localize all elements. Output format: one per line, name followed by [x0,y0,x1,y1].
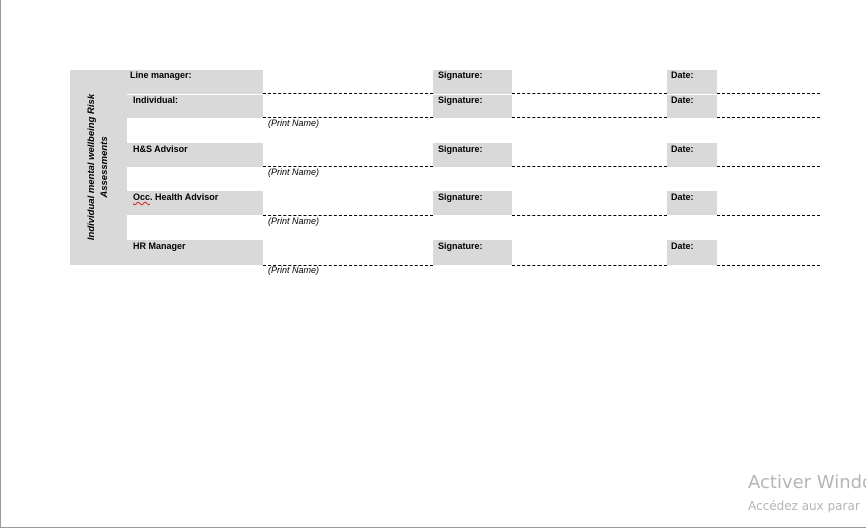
activation-watermark-title: Activer Windo [748,472,866,493]
name-line-occ-health-advisor[interactable] [263,215,433,216]
signature-label-hs-advisor: Signature: [438,144,483,154]
role-label-hr-manager: HR Manager [133,241,186,251]
signature-label-individual: Signature: [438,95,483,105]
date-cell-hs-advisor [667,143,717,167]
signature-label-line-manager: Signature: [438,70,483,80]
date-label-hs-advisor: Date: [671,144,694,154]
name-line-hs-advisor[interactable] [263,166,433,167]
section-title-cell [70,70,127,265]
signature-label-hr-manager: Signature: [438,241,483,251]
signature-cell-individual [433,95,512,118]
role-label-line-manager: Line manager: [130,70,192,80]
print-name-occ-health-advisor: (Print Name) [268,216,320,226]
date-line-individual[interactable] [717,117,820,118]
signature-cell-hr-manager [433,240,512,265]
print-name-hr-manager: (Print Name) [268,265,320,275]
print-name-hs-advisor: (Print Name) [268,167,320,177]
role-label-occ-word: Occ [133,192,151,202]
date-label-individual: Date: [671,95,694,105]
signature-line-individual[interactable] [512,117,667,118]
date-label-line-manager: Date: [671,70,694,80]
name-line-hr-manager[interactable] [263,265,433,266]
signature-cell-line-manager [433,70,512,94]
role-cell-individual [127,95,263,118]
date-cell-individual [667,95,717,118]
date-cell-occ-health-advisor [667,191,717,215]
signature-line-line-manager[interactable] [512,93,667,94]
date-line-line-manager[interactable] [717,93,820,94]
signature-cell-occ-health-advisor [433,191,512,215]
role-cell-hs-advisor [127,143,263,167]
date-line-hs-advisor[interactable] [717,166,820,167]
date-cell-line-manager [667,70,717,94]
role-cell-line-manager [127,70,263,94]
date-line-occ-health-advisor[interactable] [717,215,820,216]
name-line-individual[interactable] [263,117,433,118]
name-line-line-manager[interactable] [263,93,433,94]
signature-cell-hs-advisor [433,143,512,167]
role-label-hs-advisor: H&S Advisor [133,144,188,154]
role-label-occ-health-advisor: Occ. Health Advisor [133,192,218,203]
activation-watermark-subtitle: Accédez aux parar [748,499,860,513]
date-line-hr-manager[interactable] [717,265,820,266]
role-label-individual: Individual: [133,95,178,105]
date-label-occ-health-advisor: Date: [671,192,694,202]
role-label-occ-rest: . Health Advisor [150,192,219,202]
signature-line-hr-manager[interactable] [512,265,667,266]
signature-line-occ-health-advisor[interactable] [512,215,667,216]
date-label-hr-manager: Date: [671,241,694,251]
print-name-individual: (Print Name) [268,118,320,128]
signature-line-hs-advisor[interactable] [512,166,667,167]
date-cell-hr-manager [667,240,717,265]
role-cell-occ-health-advisor [127,191,263,215]
signature-label-occ-health-advisor: Signature: [438,192,483,202]
section-title: Individual mental wellbeing Risk Assessm… [86,93,110,241]
role-cell-hr-manager [127,240,263,265]
